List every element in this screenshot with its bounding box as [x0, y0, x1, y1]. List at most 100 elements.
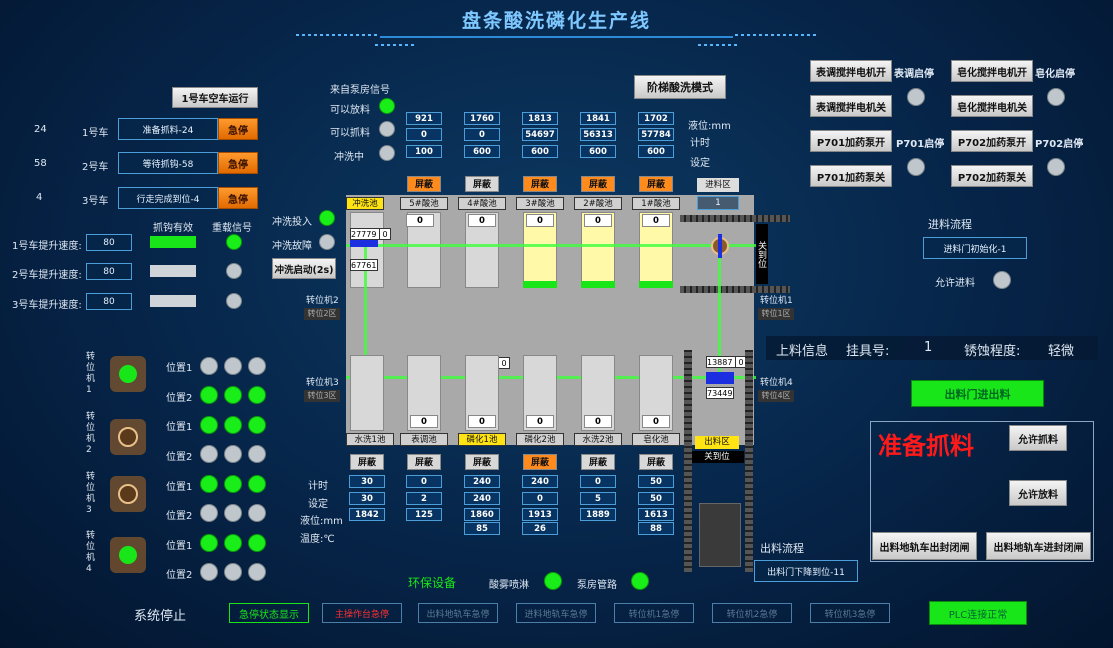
car1-empty-run-button[interactable]: 1号车空车运行: [172, 87, 258, 108]
plc-connection-status: PLC连接正常: [929, 601, 1027, 625]
mixer-saponify-close-button[interactable]: 皂化搅拌电机关: [951, 95, 1033, 117]
crane-mid-b: 0: [498, 357, 510, 369]
mixer-surface-label: 表调启停: [894, 69, 934, 80]
speed2-value[interactable]: 80: [86, 263, 132, 280]
car1-estop-button[interactable]: 急停: [218, 118, 258, 140]
can-release-label: 可以放料: [330, 105, 370, 116]
turner1-position: 转位1区: [758, 308, 794, 320]
upper-tank-3-v1: 1760: [464, 112, 500, 125]
turner-pos-3-p2: 位置2: [166, 511, 193, 522]
upper-tank-6-shield-button[interactable]: 屏蔽: [639, 176, 673, 192]
car3-estop-button[interactable]: 急停: [218, 187, 258, 209]
feed-close-position: 关到位: [756, 224, 768, 284]
upper-tank-3-shield-button[interactable]: 屏蔽: [465, 176, 499, 192]
lower-tank-6-top: 0: [642, 415, 670, 428]
car1-status: 准备抓料-24: [118, 118, 218, 140]
loading-info-label: 上料信息: [776, 344, 829, 359]
feed-cart-estop[interactable]: 进料地轨车急停: [516, 603, 596, 623]
upper-tank-4-v3: 600: [522, 145, 558, 158]
discharge-rail-right: [745, 350, 753, 572]
speed1-value[interactable]: 80: [86, 234, 132, 251]
car2-name: 2号车: [82, 162, 109, 173]
p701-close-button[interactable]: P701加药泵关: [810, 165, 892, 187]
turner-pos-2-p1: 位置1: [166, 422, 193, 433]
upper-tank-2-v3: 100: [406, 145, 442, 158]
discharge-area-label: 出料区: [695, 436, 739, 449]
speed3-value[interactable]: 80: [86, 293, 132, 310]
lower-tank-1-name: 水洗1池: [346, 433, 394, 446]
ladder-pickling-mode-button[interactable]: 阶梯酸洗模式: [634, 75, 726, 99]
upper-tank-4-shield-button[interactable]: 屏蔽: [523, 176, 557, 192]
p701-open-button[interactable]: P701加药泵开: [810, 130, 892, 152]
discharge-cart-out-close-button[interactable]: 出料地轨车出封闭闸: [872, 532, 977, 560]
allow-release-button[interactable]: 允许放料: [1009, 480, 1067, 506]
weight1-indicator: [226, 234, 242, 250]
upper-tank-5-v3: 600: [580, 145, 616, 158]
turner1-estop[interactable]: 转位机1急停: [614, 603, 694, 623]
discharge-close-position: 关到位: [690, 451, 744, 463]
upper-tank-5-level: [581, 281, 615, 288]
lower-tank-6-v3: 1613: [638, 508, 674, 521]
lower-tank-6-shield-button[interactable]: 屏蔽: [639, 454, 673, 470]
turner-pos-4-p2-indicator-b: [224, 563, 242, 581]
turner-pos-1-p1-indicator-b: [224, 357, 242, 375]
turner3-label: 转位机3: [306, 378, 339, 388]
discharge-cart-estop[interactable]: 出料地轨车急停: [418, 603, 498, 623]
mixer-saponify-open-button[interactable]: 皂化搅拌电机开: [951, 60, 1033, 82]
upper-tank-2-shield-button[interactable]: 屏蔽: [407, 176, 441, 192]
hook-valid-label: 抓钩有效: [153, 223, 193, 234]
wash-fault-indicator: [319, 234, 335, 250]
lower-tank-3-shield-button[interactable]: 屏蔽: [465, 454, 499, 470]
p702-indicator: [1047, 158, 1065, 176]
upper-tank-5-shield-button[interactable]: 屏蔽: [581, 176, 615, 192]
car2-estop-button[interactable]: 急停: [218, 152, 258, 174]
allow-grab-button[interactable]: 允许抓料: [1009, 425, 1067, 451]
upper-tank-5-bottom: 0: [584, 214, 612, 227]
lower-tank-5-shield-button[interactable]: 屏蔽: [581, 454, 615, 470]
turner-pos-4-gear-icon: [110, 537, 146, 573]
turner-pos-4-name: 转位机4: [86, 531, 96, 574]
upper-tank-5-v1: 1841: [580, 112, 616, 125]
env-equipment-label: 环保设备: [408, 576, 457, 590]
mixer-surface-open-button[interactable]: 表调搅拌电机开: [810, 60, 892, 82]
turner-pos-3-p2-indicator-b: [224, 504, 242, 522]
car2-number: 58: [34, 158, 47, 169]
lower-tank-4-shield-button[interactable]: 屏蔽: [523, 454, 557, 470]
wash-start-button[interactable]: 冲洗启动(2s): [272, 258, 336, 279]
lower-level-label: 液位:mm: [300, 516, 343, 527]
lower-tank-5-v2: 5: [580, 492, 616, 505]
turner2-estop[interactable]: 转位机2急停: [712, 603, 792, 623]
main-console-estop[interactable]: 主操作台急停: [322, 603, 402, 623]
discharge-door-button[interactable]: 出料门进出料: [911, 380, 1044, 407]
turner3-estop[interactable]: 转位机3急停: [810, 603, 890, 623]
lower-timing-label: 计时: [308, 481, 328, 492]
turner-pos-2-p2-indicator-b: [224, 445, 242, 463]
estop-status-display[interactable]: 急停状态显示: [229, 603, 309, 623]
lower-tank-3-name: 磷化1池: [458, 433, 506, 446]
loading-info-bar: [766, 336, 1098, 360]
turner-pos-2-p1-indicator-b: [224, 416, 242, 434]
turner2-position: 转位2区: [304, 308, 340, 320]
p701-indicator: [907, 158, 925, 176]
lower-tank-1-v2: 30: [349, 492, 385, 505]
pump-pipe-label: 泵房管路: [577, 580, 617, 591]
mixer-saponify-indicator: [1047, 88, 1065, 106]
discharge-cart-in-close-button[interactable]: 出料地轨车进封闭闸: [986, 532, 1091, 560]
upper-tank-1: [350, 212, 384, 288]
upper-timing-label: 计时: [690, 138, 710, 149]
crane-top-body: [350, 240, 378, 247]
ready-status-text: 准备抓料: [878, 432, 974, 460]
upper-tank-6-bottom: 0: [642, 214, 670, 227]
lower-tank-2-shield-button[interactable]: 屏蔽: [407, 454, 441, 470]
lower-tank-1-shield-button[interactable]: 屏蔽: [350, 454, 384, 470]
feed-area-value: 1: [697, 196, 739, 210]
feed-flow-status: 进料门初始化-1: [923, 237, 1027, 259]
p702-open-button[interactable]: P702加药泵开: [951, 130, 1033, 152]
p702-close-button[interactable]: P702加药泵关: [951, 165, 1033, 187]
upper-tank-4-level: [523, 281, 557, 288]
pump-signal-label: 来自泵房信号: [330, 85, 390, 96]
turner-pos-1-p2-indicator-a: [200, 386, 218, 404]
upper-tank-3-bottom: 0: [468, 214, 496, 227]
mixer-surface-close-button[interactable]: 表调搅拌电机关: [810, 95, 892, 117]
lower-tank-6-v1: 50: [638, 475, 674, 488]
